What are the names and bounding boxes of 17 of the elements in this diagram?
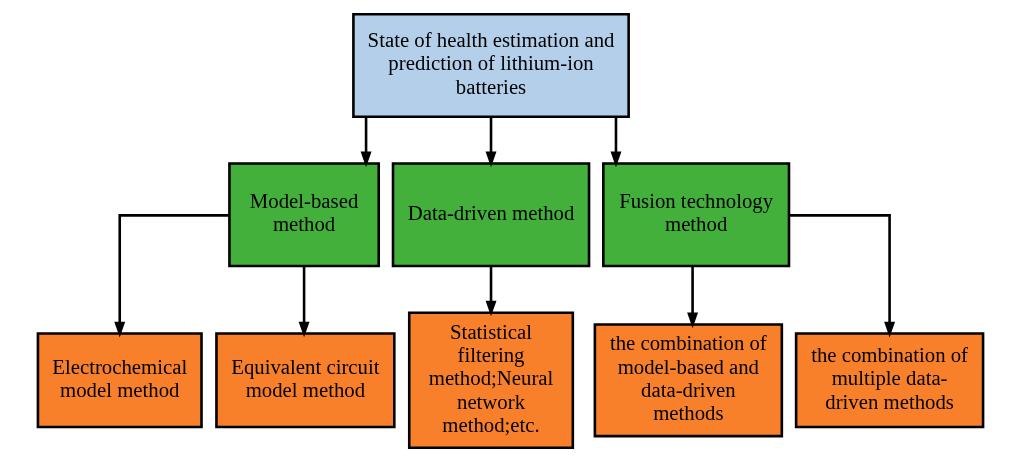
node-box: Data-driven method [391, 161, 591, 267]
node-box: Statistical filtering method;Neural network method;etc. [407, 311, 575, 449]
arrow [298, 265, 310, 337]
node-box: Fusion technology method [602, 161, 791, 267]
node-box: Equivalent circuit model method [215, 331, 396, 428]
arrow [610, 116, 622, 167]
node-box: the combination of model-based and data-driven methods [593, 322, 784, 437]
arrow [485, 116, 497, 167]
arrow [360, 116, 372, 167]
node-box: the combination of multiple data-driven methods [794, 331, 985, 428]
arrow [687, 265, 699, 328]
node-box: State of health estimation and prediction of lithium-ion batteries [352, 12, 630, 118]
node-box: Electrochemical model method [36, 331, 203, 428]
arrow [789, 213, 896, 337]
arrow [485, 265, 497, 316]
arrow [114, 213, 230, 337]
node-box: Model-based method [228, 161, 381, 267]
